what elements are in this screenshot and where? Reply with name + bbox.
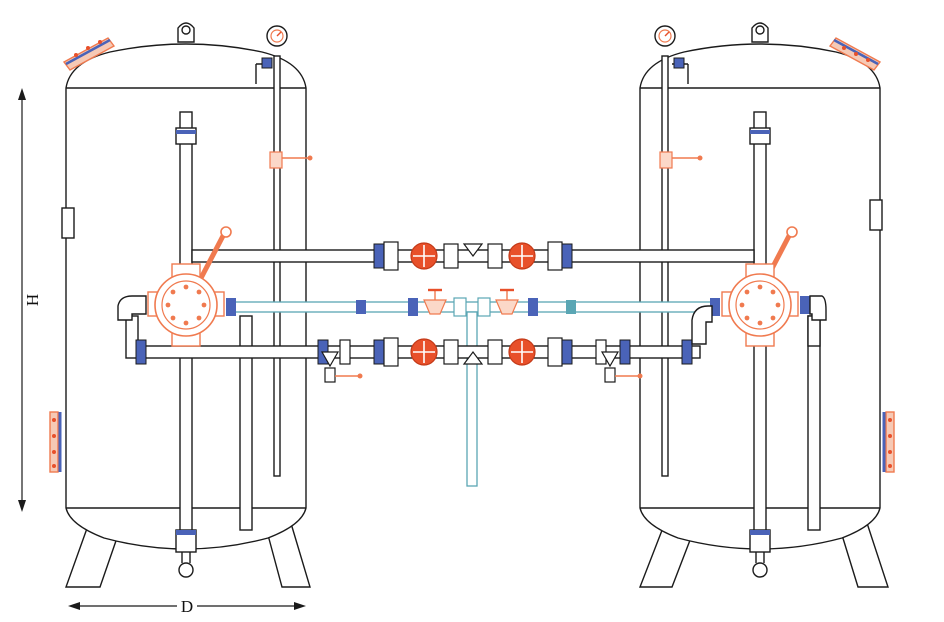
handwheel-valve-icon bbox=[410, 242, 438, 270]
ball-valve-icon bbox=[320, 351, 363, 383]
height-label: H bbox=[23, 294, 42, 306]
ball-valve-icon bbox=[423, 288, 447, 315]
manhole-flange-icon bbox=[882, 411, 895, 473]
left-gauge-tube bbox=[273, 55, 281, 477]
handwheel-valve-icon bbox=[508, 242, 536, 270]
manhole-flange-icon bbox=[49, 411, 62, 473]
right-return-pipe bbox=[807, 315, 821, 531]
left-tank-leg-right bbox=[267, 519, 311, 588]
top-manifold-fittings bbox=[373, 241, 573, 271]
middle-line-fittings bbox=[356, 297, 576, 317]
pressure-gauge-icon bbox=[266, 25, 288, 47]
handwheel-valve-icon bbox=[508, 338, 536, 366]
ball-valve-icon bbox=[600, 351, 643, 383]
left-return-pipe bbox=[239, 315, 253, 531]
left-tank-sight-window bbox=[61, 207, 75, 239]
right-tank-leg-right bbox=[841, 519, 889, 588]
manhole-flange-icon bbox=[828, 37, 882, 71]
middle-cyan-pipe bbox=[229, 301, 717, 313]
ball-valve-icon bbox=[659, 151, 703, 169]
multiport-valve-icon bbox=[691, 226, 827, 347]
multiport-valve-icon bbox=[117, 226, 236, 347]
right-tank-leg-left bbox=[638, 519, 693, 588]
left-tank-leg-left bbox=[65, 519, 119, 588]
manhole-flange-icon bbox=[62, 37, 116, 71]
right-gauge-tube bbox=[661, 55, 669, 477]
center-drain-pipe bbox=[466, 311, 478, 487]
ball-valve-icon bbox=[269, 151, 313, 169]
diameter-label: D bbox=[181, 597, 193, 616]
right-drain bbox=[752, 562, 768, 578]
right-tank-sight-window bbox=[869, 199, 883, 231]
pressure-gauge-icon bbox=[654, 25, 676, 47]
left-drain bbox=[178, 562, 194, 578]
height-dimension: H bbox=[18, 88, 42, 512]
ball-valve-icon bbox=[495, 288, 519, 315]
handwheel-valve-icon bbox=[410, 338, 438, 366]
diameter-dimension: D bbox=[68, 596, 306, 616]
